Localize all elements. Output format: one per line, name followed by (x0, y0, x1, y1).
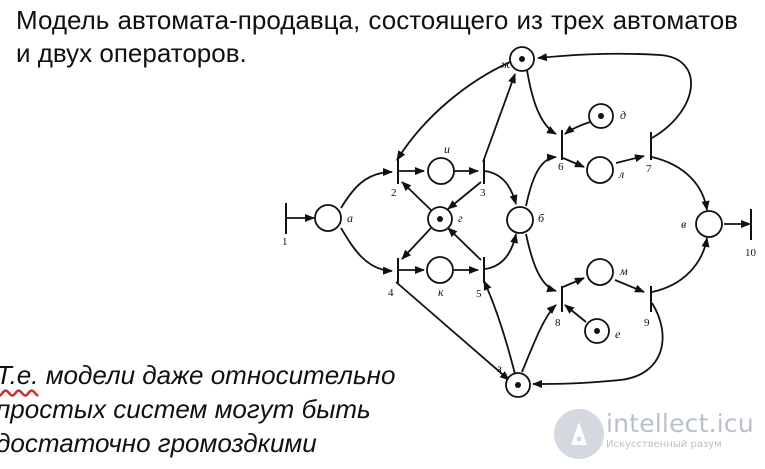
label-v: в (681, 217, 686, 231)
token-e (594, 328, 600, 334)
note-line-2: простых систем могут быть (0, 394, 371, 424)
arc-zh-t2 (396, 61, 511, 161)
arc-a-t4 (340, 227, 393, 275)
token-zh (519, 56, 525, 62)
arc-zh-t6 (526, 69, 557, 135)
arc-t7-zh (537, 52, 692, 139)
arc-t5-b (484, 233, 519, 270)
note-line-3: достаточно громоздкими (0, 428, 317, 458)
arc-b-t6 (525, 153, 557, 207)
note-line-1-rest: модели даже относительно (38, 360, 396, 390)
arc-e-t8 (564, 304, 587, 323)
token-z (515, 382, 521, 388)
arcs (286, 52, 751, 388)
arc-g-t2 (401, 181, 432, 211)
place-labels: ж д и л а г б в к м е з (347, 57, 686, 375)
place-b (506, 206, 534, 234)
label-b: б (538, 211, 545, 225)
place-l (586, 156, 614, 184)
label-t6: 6 (558, 161, 564, 173)
label-z: з (496, 361, 502, 375)
place-m (586, 258, 614, 286)
label-i: и (444, 142, 450, 156)
label-g: г (458, 211, 463, 225)
label-zh: ж (500, 57, 511, 71)
label-t10: 10 (745, 247, 757, 259)
label-m: м (619, 264, 628, 278)
note-prefix: Т.е. (0, 360, 39, 390)
watermark-brand: intellect.icu (606, 409, 754, 438)
watermark-tagline: Искусственный разум (606, 439, 722, 450)
note-line-1: Т.е. модели даже относительно (0, 358, 476, 392)
place-v (695, 210, 723, 238)
transition-labels: 1 2 3 4 5 6 7 8 9 10 (282, 161, 757, 329)
label-t1: 1 (282, 236, 288, 248)
place-a (314, 204, 342, 232)
arc-t7-v (651, 156, 710, 211)
transitions (285, 130, 752, 312)
note-text: Т.е. модели даже относительно простых си… (0, 358, 476, 460)
arc-d-t6 (564, 121, 591, 135)
watermark-logo-icon (554, 409, 604, 459)
arc-t9-v (651, 237, 710, 293)
label-t5: 5 (476, 288, 482, 300)
arc-l-t7 (615, 154, 645, 164)
arc-t3-zh (482, 73, 516, 163)
place-i (427, 157, 455, 185)
arc-a-t2 (340, 168, 393, 209)
arc-t4-z (395, 281, 510, 381)
label-t7: 7 (646, 163, 652, 175)
arc-t6-l (562, 157, 585, 168)
label-t4: 4 (388, 287, 394, 299)
arc-t5-g (447, 227, 482, 261)
arc-z-t8 (521, 304, 557, 373)
watermark: intellect.icu Искусственный разум (606, 410, 754, 452)
slide-title: Модель автомата-продавца, состоящего из … (16, 5, 738, 68)
label-t2: 2 (391, 187, 397, 199)
place-k (426, 256, 454, 284)
token-d (598, 113, 604, 119)
arc-t3-g (447, 181, 482, 210)
arc-z-t5 (483, 280, 516, 375)
arc-b-t8 (525, 233, 557, 293)
label-t8: 8 (555, 317, 561, 329)
label-e: е (615, 327, 621, 341)
label-l: л (618, 167, 624, 181)
arc-g-t4 (401, 227, 432, 260)
arc-t3-b (484, 170, 518, 205)
arc-t8-m (562, 277, 585, 288)
label-a: а (347, 211, 353, 225)
places (314, 46, 723, 398)
label-t9: 9 (644, 317, 650, 329)
arc-m-t9 (614, 279, 645, 293)
label-k: к (438, 285, 444, 299)
label-t3: 3 (480, 187, 486, 199)
label-d: д (620, 108, 626, 122)
token-g (437, 216, 443, 222)
arc-t9-z (532, 302, 664, 388)
